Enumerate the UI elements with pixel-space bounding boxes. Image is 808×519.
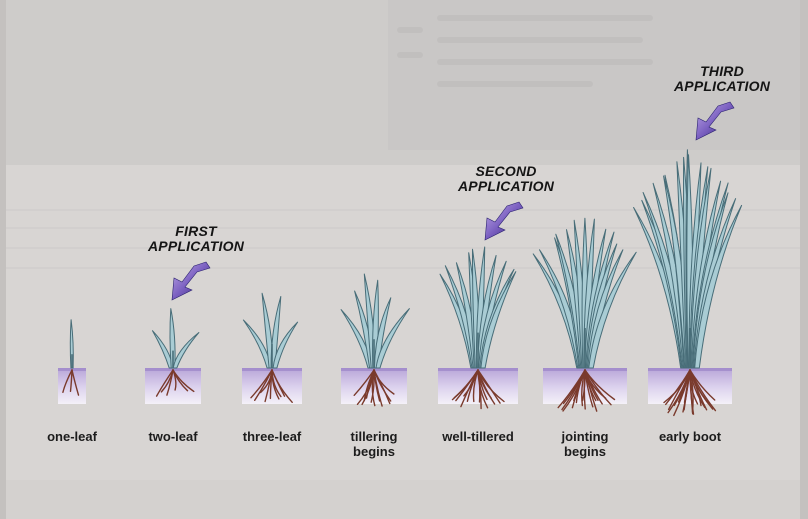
stage-label-well-tillered: well-tillered [423, 429, 533, 444]
callout-line-2: APPLICATION [458, 179, 554, 194]
stage-label-three-leaf: three-leaf [217, 429, 327, 444]
stage-label-line: two-leaf [118, 429, 228, 444]
stage-label-one-leaf: one-leaf [17, 429, 127, 444]
stage-label-line: begins [530, 444, 640, 459]
stage-label-line: well-tillered [423, 429, 533, 444]
stage-label-line: three-leaf [217, 429, 327, 444]
callout-line-1: FIRST [148, 224, 244, 239]
stage-label-line: jointing [530, 429, 640, 444]
callout-line-2: APPLICATION [674, 79, 770, 94]
stage-label-two-leaf: two-leaf [118, 429, 228, 444]
callout-line-1: SECOND [458, 164, 554, 179]
stage-label-line: begins [319, 444, 429, 459]
stage-label-line: one-leaf [17, 429, 127, 444]
callout-line-1: THIRD [674, 64, 770, 79]
stage-label-line: tillering [319, 429, 429, 444]
stage-label-early-boot: early boot [635, 429, 745, 444]
callout-line-2: APPLICATION [148, 239, 244, 254]
stage-label-line: early boot [635, 429, 745, 444]
